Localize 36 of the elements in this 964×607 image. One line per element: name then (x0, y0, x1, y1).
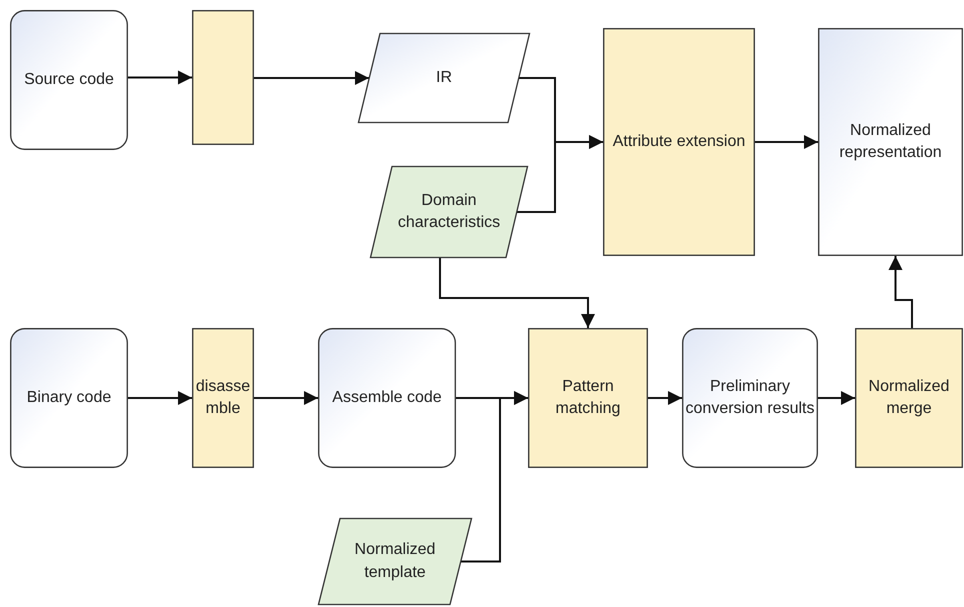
arrow (888, 256, 913, 328)
process-box (192, 328, 254, 468)
input-parallelogram (370, 166, 528, 258)
process-box (528, 328, 648, 468)
arrow (461, 391, 528, 562)
node-label: Normalized merge (868, 376, 950, 419)
box-shape (192, 10, 254, 145)
arrow (517, 135, 603, 213)
arrow (128, 70, 192, 84)
node-label: IR (436, 68, 452, 88)
node-label: disassemble (195, 376, 251, 419)
node-label: Pattern matching (554, 376, 622, 419)
arrow (254, 391, 318, 405)
arrow (439, 258, 595, 328)
arrow (755, 135, 818, 149)
arrow (128, 391, 192, 405)
rounded-box (318, 328, 456, 468)
rounded-box (10, 328, 128, 468)
data-parallelogram (358, 33, 530, 123)
rounded-box (682, 328, 818, 468)
process-box (603, 28, 755, 256)
node-label: Normalized representation (838, 120, 943, 163)
node-label: Domain characteristics (396, 190, 502, 233)
node-label: Assemble code (332, 388, 442, 408)
node-label: Binary code (26, 388, 112, 408)
node-label: Preliminary conversion results (685, 376, 815, 419)
node-label: Attribute extension (612, 132, 746, 152)
process-box (855, 328, 963, 468)
rounded-box (10, 10, 128, 150)
input-parallelogram (318, 518, 472, 605)
node-label: Source code (24, 70, 114, 90)
arrow (648, 391, 682, 405)
arrow (254, 71, 369, 85)
arrow (818, 391, 855, 405)
node-label: Normalized template (354, 540, 436, 582)
process-box (818, 28, 963, 256)
